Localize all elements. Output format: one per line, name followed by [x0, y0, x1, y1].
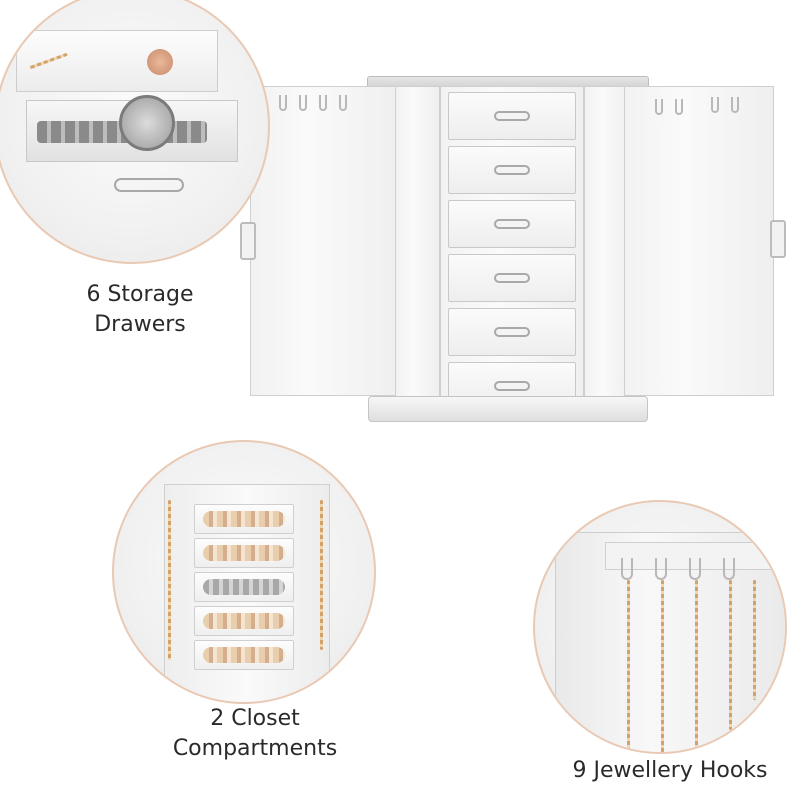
cabinet-base	[368, 396, 648, 422]
jewellery-tray	[194, 538, 294, 568]
drawer-knob	[494, 219, 530, 229]
hook	[319, 95, 327, 111]
necklace	[753, 580, 756, 700]
jewellery-tray	[194, 606, 294, 636]
necklace	[729, 580, 732, 730]
jewellery-pile	[203, 579, 285, 595]
hook	[655, 558, 667, 580]
hook	[279, 95, 287, 111]
drawer-column	[440, 86, 584, 416]
hook	[339, 95, 347, 111]
necklace	[168, 500, 171, 660]
jewellery-pile	[203, 511, 285, 527]
hook	[655, 99, 663, 115]
drawer-knob	[494, 381, 530, 391]
necklace	[29, 52, 68, 70]
hook	[299, 95, 307, 111]
closet-detail-photo	[112, 440, 376, 704]
hook-rail	[605, 542, 777, 570]
open-tray	[16, 30, 218, 92]
left-door	[250, 86, 400, 396]
drawer-knob	[494, 111, 530, 121]
drawer	[448, 146, 576, 194]
hook	[711, 97, 719, 113]
hook	[723, 558, 735, 580]
drawer-detail-photo	[0, 0, 270, 264]
caption-jewellery-hooks: 9 Jewellery Hooks	[550, 756, 790, 786]
hooks-detail-photo	[533, 500, 787, 754]
right-door	[624, 86, 774, 396]
drawer-knob	[114, 178, 184, 192]
caption-storage-drawers: 6 Storage Drawers	[40, 280, 240, 340]
caption-storage-line2: Drawers	[94, 312, 186, 337]
drawer-knob	[494, 165, 530, 175]
jewellery-cabinet	[240, 76, 786, 422]
left-closet	[395, 86, 440, 406]
drawer	[448, 308, 576, 356]
hook	[675, 99, 683, 115]
hook	[621, 558, 633, 580]
jewellery-pile	[203, 647, 285, 663]
caption-closet-line2: Compartments	[172, 736, 338, 761]
right-closet	[584, 86, 629, 406]
right-door-handle	[770, 220, 786, 258]
caption-storage-line1: 6 Storage	[86, 282, 194, 307]
drawer	[448, 200, 576, 248]
hook	[731, 97, 739, 113]
jewellery-tray	[194, 640, 294, 670]
jewellery-tray	[194, 572, 294, 602]
necklace	[661, 580, 664, 752]
necklace	[695, 580, 698, 750]
caption-closet-line1: 2 Closet	[210, 706, 300, 731]
watch-drawer	[26, 95, 238, 162]
necklace	[320, 500, 323, 650]
drawer	[448, 254, 576, 302]
hook	[689, 558, 701, 580]
caption-closet-compartments: 2 Closet Compartments	[130, 704, 380, 764]
left-door-handle	[240, 222, 256, 260]
jewellery-pile	[203, 613, 285, 629]
watch-face	[119, 95, 175, 151]
drawer	[448, 92, 576, 140]
jewellery-tray	[194, 504, 294, 534]
drawer-knob	[494, 327, 530, 337]
jewellery-pile	[203, 545, 285, 561]
necklace	[627, 580, 630, 750]
coin-pendant	[147, 49, 173, 75]
caption-hooks-text: 9 Jewellery Hooks	[572, 758, 768, 783]
drawer-knob	[494, 273, 530, 283]
